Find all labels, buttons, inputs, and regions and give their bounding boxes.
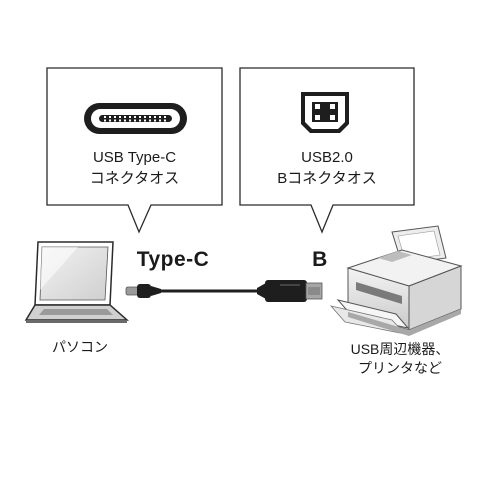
printer-label-line2: プリンタなど (358, 360, 442, 376)
usb-cable (125, 280, 323, 302)
callout-right-line1: USB2.0 (301, 149, 353, 166)
printer-label-line1: USB周辺機器、 (350, 341, 450, 357)
callout-left-line2: コネクタオス (89, 170, 180, 187)
callout-right-line2: Bコネクタオス (277, 170, 377, 187)
laptop-label: パソコン (52, 339, 108, 355)
callout-box-right (239, 67, 415, 234)
callout-left-line1: USB Type-C (92, 149, 177, 166)
printer-illustration (329, 225, 463, 336)
usb-b-connector-icon (301, 92, 349, 133)
b-label: B (312, 248, 328, 271)
laptop-illustration (24, 241, 129, 323)
type-c-connector-icon (84, 103, 187, 134)
type-c-label: Type-C (136, 248, 210, 271)
